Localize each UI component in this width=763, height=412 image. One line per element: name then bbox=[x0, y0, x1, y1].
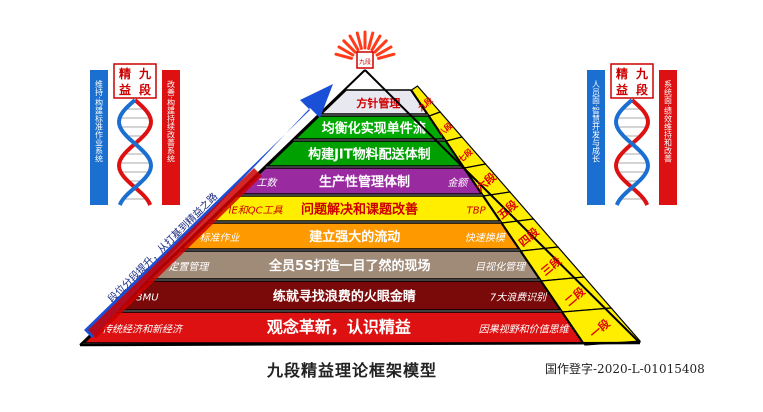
figure-caption: 九段精益理论框架模型 bbox=[266, 361, 437, 380]
left-dna-right-text: 改善·构建持续改善系统 bbox=[167, 79, 176, 164]
layer-main-label: 问题解决和课题改善 bbox=[301, 202, 418, 218]
right-dna-left-bar bbox=[587, 70, 605, 205]
sunburst-ray bbox=[348, 34, 360, 52]
pyramid-layer: 均衡化实现单件流 bbox=[293, 115, 446, 140]
right-dna-title-box bbox=[610, 63, 654, 99]
layer-main-label: 构建JIT物料配送体制 bbox=[308, 147, 431, 163]
layer-right-label: 目视化管理 bbox=[475, 261, 527, 273]
layer-right-label: 因果视野和价值思维 bbox=[479, 324, 571, 336]
sunburst-ray bbox=[377, 52, 396, 60]
right-dna-right-text: 系统面·绩效维持和改善 bbox=[664, 79, 673, 164]
layer-main-label: 均衡化实现单件流 bbox=[322, 121, 426, 137]
layer-left-label: 工数 bbox=[256, 177, 278, 189]
sunburst-ray bbox=[355, 31, 363, 50]
left-dna-left-bar bbox=[90, 70, 108, 205]
apex-badge: 九段 bbox=[356, 51, 374, 69]
sunburst-ray bbox=[373, 39, 388, 54]
right-dna-right-bar bbox=[659, 70, 677, 205]
layer-main-label: 观念革新，认识精益 bbox=[267, 318, 411, 337]
layer-main-label: 练就寻找浪费的火眼金睛 bbox=[273, 289, 416, 305]
left-dna-title-box bbox=[113, 63, 157, 99]
sunburst-ray bbox=[337, 45, 355, 57]
stage-band-segment bbox=[561, 307, 642, 346]
sunburst-ray bbox=[375, 45, 393, 57]
sunburst-ray bbox=[370, 34, 382, 52]
left-dna-title-char: 精 bbox=[119, 66, 131, 81]
pyramid-layer: 问题解决和课题改善 IE和QC工具 TBP bbox=[208, 195, 502, 222]
right-dna-title-char: 精 bbox=[616, 66, 628, 81]
left-dna-title-char: 益 bbox=[119, 82, 131, 97]
right-dna-left-text: 人员面·智慧开发与成长 bbox=[592, 80, 601, 164]
pyramid-layer: 方针管理 bbox=[319, 89, 429, 115]
right-dna-title-char: 段 bbox=[636, 82, 649, 97]
layer-left-label: IE和QC工具 bbox=[229, 205, 284, 217]
sunburst-ray bbox=[342, 39, 357, 54]
layer-right-label: TBP bbox=[467, 206, 487, 217]
layer-left-label: 3MU bbox=[136, 293, 159, 304]
layer-main-label: 建立强大的流动 bbox=[309, 229, 400, 245]
pyramid-layer: 观念革新，认识精益 传统经济和新经济 因果视野和价值思维 bbox=[82, 311, 585, 344]
layer-main-label: 生产性管理体制 bbox=[319, 174, 410, 190]
apex-sunburst bbox=[334, 30, 396, 60]
pyramid-layer: 全员5S打造一目了然的现场 定置管理 目视化管理 bbox=[148, 250, 541, 280]
pyramid-layer: 生产性管理体制 工数 金额 bbox=[236, 167, 483, 195]
pyramid-layer: 构建JIT物料配送体制 bbox=[265, 140, 464, 167]
layer-left-label: 定置管理 bbox=[168, 261, 210, 273]
pyramid-layer: 建立强大的流动 标准作业 快速换模 bbox=[179, 222, 521, 250]
layer-main-label: 全员5S打造一目了然的现场 bbox=[268, 258, 430, 274]
layer-right-label: 金额 bbox=[447, 177, 469, 189]
left-dna-right-bar bbox=[162, 70, 180, 205]
pyramid-right-edge bbox=[364, 69, 641, 344]
layer-right-label: 7大浪费识别 bbox=[490, 292, 548, 304]
layer-right-label: 快速换模 bbox=[465, 232, 507, 244]
left-dna-title-char: 段 bbox=[139, 82, 152, 97]
pyramid-base bbox=[79, 341, 641, 347]
sunburst-ray bbox=[334, 52, 353, 60]
left-dna-left-text: 维持·构建标准作业系统 bbox=[95, 79, 104, 164]
left-dna-helix-blue bbox=[117, 98, 154, 206]
stage-band bbox=[79, 69, 642, 347]
layer-left-label: 传统经济和新经济 bbox=[102, 324, 184, 336]
right-dna-title-char: 益 bbox=[616, 82, 628, 97]
left-dna-title-char: 九 bbox=[138, 66, 151, 81]
right-dna-helix-blue bbox=[614, 98, 651, 206]
layer-left-label: 标准作业 bbox=[199, 232, 240, 244]
right-dna-title-char: 九 bbox=[635, 66, 648, 81]
sunburst-ray bbox=[367, 31, 375, 50]
layer-main-label: 方针管理 bbox=[356, 96, 400, 110]
pyramid-layer: 练就寻找浪费的火眼金睛 3MU 7大浪费识别 bbox=[116, 280, 562, 311]
copyright-number: 国作登字-2020-L-01015408 bbox=[545, 362, 705, 376]
apex-badge-text: 九段 bbox=[359, 58, 371, 66]
